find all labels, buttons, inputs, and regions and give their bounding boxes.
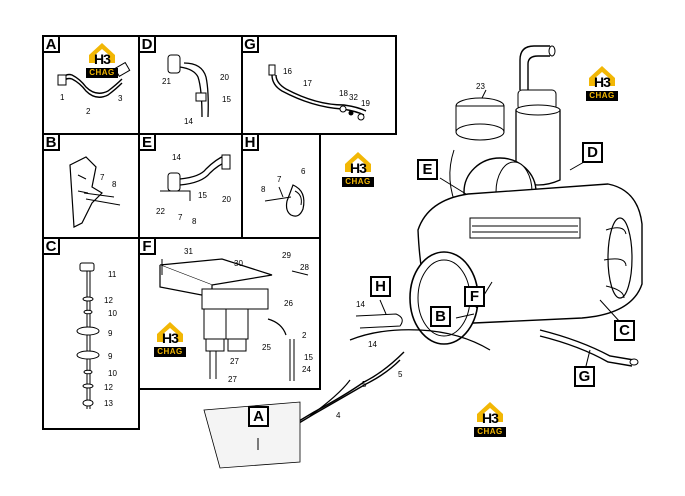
part-number: 9 [108, 329, 113, 338]
callout-e: E [417, 159, 438, 180]
part-number: 11 [108, 270, 117, 279]
part-number: 10 [108, 309, 117, 318]
part-number: 20 [220, 73, 229, 82]
part-number: 13 [104, 399, 113, 408]
watermark-text: H3 [162, 330, 179, 346]
part-number: 9 [108, 352, 113, 361]
part-number: 4 [336, 411, 341, 420]
part-number: 17 [303, 79, 312, 88]
panel-c-drawing [76, 262, 100, 409]
callout-h: H [370, 276, 391, 297]
part-number: 32 [349, 93, 358, 102]
part-number: 22 [156, 207, 165, 216]
part-number: 16 [283, 67, 292, 76]
part-number: 3 [118, 94, 123, 103]
part-number: 18 [339, 89, 348, 98]
watermark-logo: H3 CHAG [340, 150, 376, 188]
part-number: 5 [398, 370, 403, 379]
panel-c-label: C [42, 237, 60, 255]
panel-f: F 31 30 29 28 26 2 25 15 27 24 27 [138, 237, 321, 390]
part-number: 12 [104, 383, 113, 392]
part-number: 8 [192, 217, 197, 226]
roof-icon [89, 43, 115, 63]
watermark-logo: H3 CHAG [84, 41, 120, 79]
panel-a-label: A [42, 35, 60, 53]
watermark-text: H3 [594, 74, 611, 90]
roof-icon [345, 152, 371, 172]
part-number: 25 [262, 343, 271, 352]
panel-g-drawing [268, 64, 367, 121]
watermark-band: CHAG [154, 347, 186, 357]
watermark-logo: H3 CHAG [472, 400, 508, 438]
part-number: 15 [222, 95, 231, 104]
part-number: 19 [361, 99, 370, 108]
panel-e: E 14 15 22 7 8 20 [138, 133, 243, 239]
callout-b: B [430, 306, 451, 327]
part-number: 2 [302, 331, 307, 340]
panel-f-label: F [138, 237, 156, 255]
part-number: 2 [86, 107, 91, 116]
part-number: 26 [284, 299, 293, 308]
part-number: 14 [184, 117, 193, 126]
part-number: 24 [302, 365, 311, 374]
watermark-text: H3 [350, 160, 367, 176]
part-number: 20 [222, 195, 231, 204]
watermark-band: CHAG [586, 91, 618, 101]
part-number: 29 [282, 251, 291, 260]
part-number: 23 [476, 82, 485, 91]
watermark-band: CHAG [474, 427, 506, 437]
panel-e-label: E [138, 133, 156, 151]
panel-e-drawing [160, 154, 231, 201]
panel-b-label: B [42, 133, 60, 151]
part-number: 5 [362, 380, 367, 389]
panel-h-drawing [264, 184, 305, 217]
watermark-band: CHAG [86, 68, 118, 78]
callout-c: C [614, 320, 635, 341]
part-number: 14 [356, 300, 365, 309]
part-number: 10 [108, 369, 117, 378]
panel-c: C 11 12 10 9 9 10 12 13 [42, 237, 140, 430]
panel-h: H 6 7 8 [241, 133, 321, 239]
part-number: 7 [100, 173, 105, 182]
panel-h-label: H [241, 133, 259, 151]
panel-d-drawing [167, 54, 209, 118]
watermark-text: H3 [94, 51, 111, 67]
part-number: 27 [230, 357, 239, 366]
callout-a: A [248, 406, 269, 427]
roof-icon [589, 66, 615, 86]
part-number: 27 [228, 375, 237, 384]
part-number: 8 [112, 180, 117, 189]
callout-f: F [464, 286, 485, 307]
part-number: 31 [184, 247, 193, 256]
panel-f-drawing [159, 258, 309, 381]
panel-g-label: G [241, 35, 259, 53]
panel-d-label: D [138, 35, 156, 53]
part-number: 30 [234, 259, 243, 268]
panel-b-drawing [69, 156, 121, 228]
part-number: 15 [304, 353, 313, 362]
part-number: 14 [368, 340, 377, 349]
callout-g: G [574, 366, 595, 387]
roof-icon [477, 402, 503, 422]
watermark-logo: H3 CHAG [152, 320, 188, 358]
roof-icon [157, 322, 183, 342]
part-number: 6 [301, 167, 306, 176]
part-number: 8 [261, 185, 266, 194]
part-number: 28 [300, 263, 309, 272]
watermark-logo: H3 CHAG [584, 64, 620, 102]
watermark-text: H3 [482, 410, 499, 426]
panel-g: G 16 17 18 32 19 [241, 35, 397, 135]
callout-d: D [582, 142, 603, 163]
part-number: 1 [60, 93, 65, 102]
part-number: 7 [178, 213, 183, 222]
part-number: 14 [172, 153, 181, 162]
watermark-band: CHAG [342, 177, 374, 187]
panel-d: D 21 20 15 14 [138, 35, 243, 135]
part-number: 7 [277, 175, 282, 184]
part-number: 12 [104, 296, 113, 305]
part-number: 21 [162, 77, 171, 86]
part-number: 15 [198, 191, 207, 200]
